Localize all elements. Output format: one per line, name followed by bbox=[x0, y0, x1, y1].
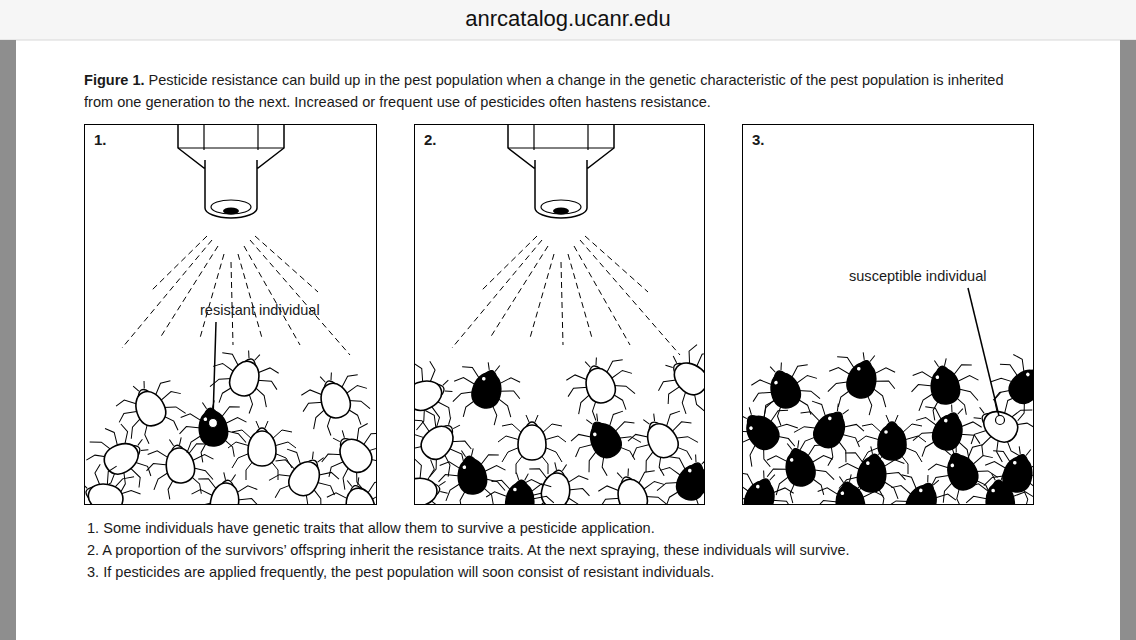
figure-title: Figure 1. bbox=[84, 71, 145, 88]
panel-number: 2. bbox=[424, 131, 437, 149]
url-text: anrcatalog.ucanr.edu bbox=[0, 8, 1136, 30]
panel-number: 1. bbox=[94, 131, 107, 149]
figure-caption: Figure 1.Pesticide resistance can build … bbox=[84, 69, 1030, 113]
address-bar bbox=[0, 0, 1136, 40]
callout-label: susceptible individual bbox=[849, 267, 987, 285]
leader-line bbox=[968, 288, 999, 416]
caption-text: Pesticide resistance can build up in the… bbox=[84, 71, 1003, 110]
panel-art bbox=[743, 288, 1033, 504]
address-bar-edge bbox=[0, 40, 1136, 41]
leader-line bbox=[213, 322, 216, 419]
panel-box: 2. bbox=[414, 124, 705, 505]
leader-dot bbox=[209, 419, 218, 428]
panel-box: 3. susceptible individual bbox=[742, 124, 1034, 505]
leader-dot bbox=[996, 416, 1005, 425]
page-margin bbox=[1120, 40, 1136, 640]
callout-label: resistant individual bbox=[200, 301, 320, 319]
panel-art bbox=[415, 125, 704, 504]
step-note: 3. If pesticides are applied frequently,… bbox=[87, 561, 714, 583]
step-note: 2. A proportion of the survivors’ offspr… bbox=[87, 539, 850, 561]
panel-art bbox=[85, 125, 376, 504]
panel-number: 3. bbox=[752, 131, 765, 149]
page-margin bbox=[0, 40, 16, 640]
step-note: 1. Some individuals have genetic traits … bbox=[87, 517, 655, 539]
panel-box: 1. resistant individual bbox=[84, 124, 377, 505]
